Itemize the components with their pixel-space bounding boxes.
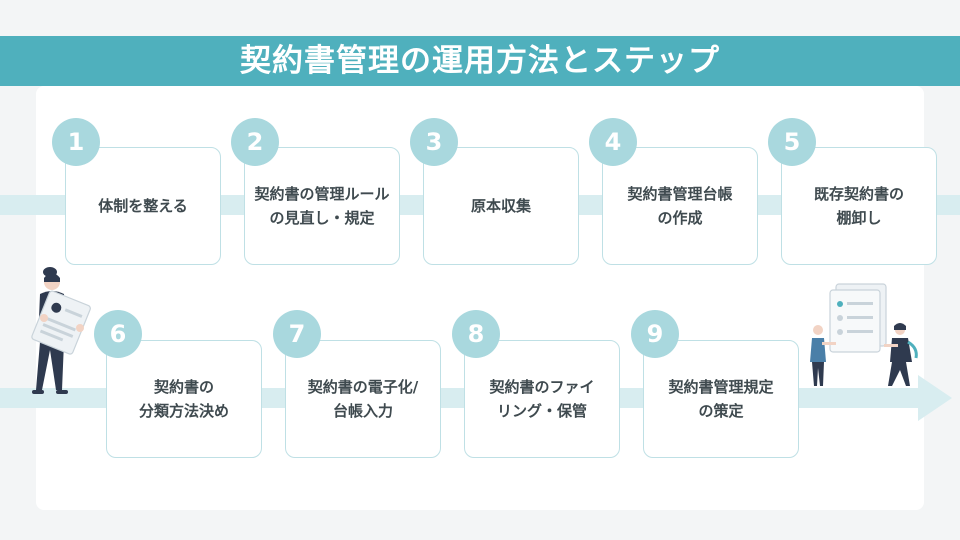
step-card-2: 契約書の管理ルール の見直し・規定 <box>244 147 400 265</box>
people-with-checklist-icon <box>810 283 918 386</box>
step-card-8: 契約書のファイ リング・保管 <box>464 340 620 458</box>
step-card-3: 原本収集 <box>423 147 579 265</box>
step-number-7: 7 <box>273 310 321 358</box>
step-number-8: 8 <box>452 310 500 358</box>
person-holding-document-icon <box>31 267 91 394</box>
page-title: 契約書管理の運用方法とステップ <box>240 43 720 79</box>
step-card-1: 体制を整える <box>65 147 221 265</box>
step-number-4: 4 <box>589 118 637 166</box>
step-card-9: 契約書管理規定 の策定 <box>643 340 799 458</box>
step-number-2: 2 <box>231 118 279 166</box>
step-number-6: 6 <box>94 310 142 358</box>
step-card-6: 契約書の 分類方法決め <box>106 340 262 458</box>
step-number-1: 1 <box>52 118 100 166</box>
title-banner <box>0 36 960 86</box>
step-number-3: 3 <box>410 118 458 166</box>
step-number-5: 5 <box>768 118 816 166</box>
step-card-5: 既存契約書の 棚卸し <box>781 147 937 265</box>
step-card-7: 契約書の電子化/ 台帳入力 <box>285 340 441 458</box>
arrow-head-icon <box>918 375 952 421</box>
step-number-9: 9 <box>631 310 679 358</box>
step-card-4: 契約書管理台帳 の作成 <box>602 147 758 265</box>
